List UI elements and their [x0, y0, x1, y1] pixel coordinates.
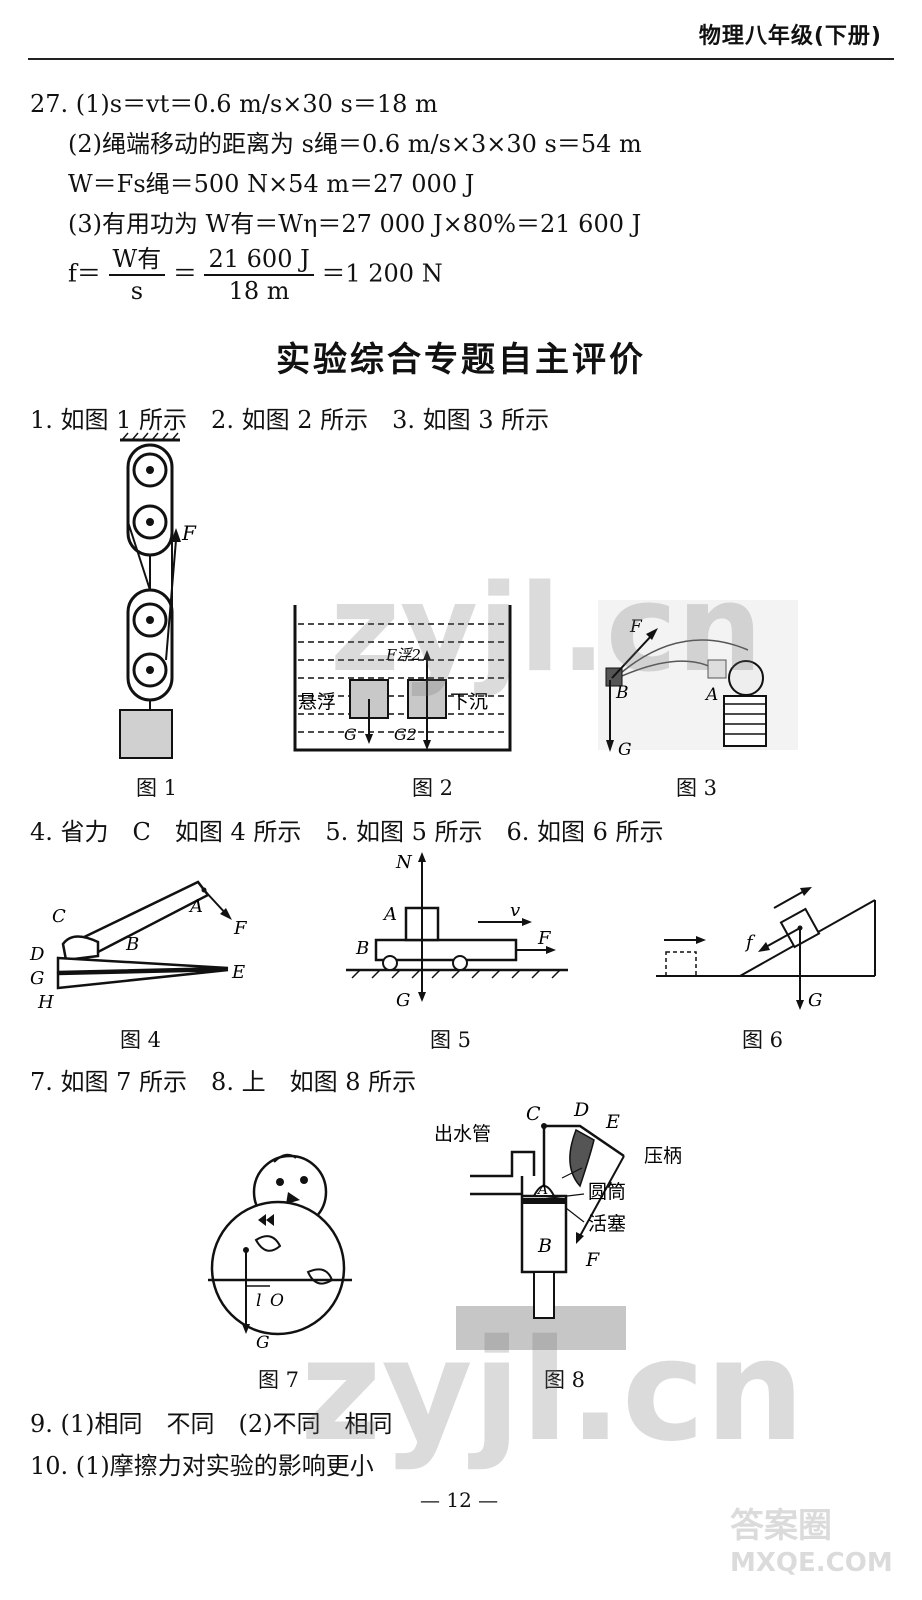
f8-piston-label: 活塞	[588, 1213, 626, 1235]
figure-8-pump: 出水管 C D E 压柄 圆筒 活塞 A B F	[434, 1099, 682, 1350]
caption-fig7: 图 7	[258, 1368, 300, 1392]
fraction-numerator-value: 21 600 J	[204, 244, 314, 276]
caption-fig8: 图 8	[544, 1368, 586, 1392]
f5-v-label: v	[510, 900, 520, 921]
f2-gravity-label: G	[344, 725, 357, 744]
fraction-denominator: s	[130, 277, 144, 305]
f4-e-label: E	[231, 962, 245, 983]
q27-f-prefix: f＝	[68, 259, 101, 288]
q27-line3: W＝Fs绳＝500 N×54 m＝27 000 J	[68, 170, 475, 198]
f5-a-label: A	[382, 904, 397, 925]
watermark-4: MXQE.COM	[730, 1548, 893, 1578]
f2-sink-label: 下沉	[450, 691, 488, 713]
f8-e-label: E	[605, 1111, 620, 1133]
q27-line1: 27. (1)s＝vt＝0.6 m/s×30 s＝18 m	[30, 90, 438, 118]
figure-3-person: F B A G	[598, 600, 798, 760]
answers-10: 10. (1)摩擦力对实验的影响更小	[30, 1452, 374, 1480]
answers-1-3: 1. 如图 1 所示 2. 如图 2 所示 3. 如图 3 所示	[30, 406, 550, 434]
watermark-1: zyjl.cn	[330, 560, 763, 699]
f8-cylinder-label: 圆筒	[588, 1181, 626, 1203]
f8-c-label: C	[526, 1103, 541, 1125]
caption-fig1: 图 1	[136, 776, 178, 800]
caption-fig3: 图 3	[676, 776, 718, 800]
header-divider	[28, 58, 894, 60]
q27-result: ＝1 200 N	[321, 259, 443, 288]
q27-line2: (2)绳端移动的距离为 s绳＝0.6 m/s×3×30 s＝54 m	[68, 130, 642, 158]
f2-float-label: 悬浮	[298, 691, 336, 713]
fraction-values: 21 600 J 18 m	[204, 244, 314, 306]
f2-gravity2-label: G2	[394, 725, 417, 744]
f5-f-label: F	[537, 928, 552, 949]
figure-7-tumbler: l O G	[208, 1153, 352, 1353]
caption-fig5: 图 5	[430, 1028, 472, 1052]
f4-b-label: B	[125, 934, 139, 955]
f5-b-label: B	[355, 938, 369, 959]
f3-force-label: F	[629, 617, 643, 637]
figure-5-cart: N A v F B G	[346, 852, 568, 1010]
f2-buoyancy-label: F浮2	[385, 646, 421, 664]
q27-eq: ＝	[172, 259, 197, 288]
f3-gravity-label: G	[618, 740, 632, 760]
fraction-w-over-s: W有 s	[108, 244, 166, 306]
watermark-2: zyjl.cn	[300, 1310, 805, 1473]
page-number: — 12 —	[420, 1488, 499, 1512]
fraction-denominator-value: 18 m	[228, 277, 290, 305]
figure-6-incline: f G	[656, 887, 876, 1011]
f4-d-label: D	[29, 944, 45, 965]
f6-gravity-label: G	[808, 990, 822, 1011]
caption-fig2: 图 2	[412, 776, 454, 800]
f3-b-label: B	[615, 683, 629, 703]
f4-g-label: G	[30, 968, 44, 989]
f5-g-label: G	[396, 990, 410, 1010]
fraction-numerator: W有	[108, 244, 166, 276]
f8-b-label: B	[537, 1235, 552, 1257]
f8-outlet-label: 出水管	[434, 1123, 491, 1145]
f6-friction-label: f	[744, 932, 756, 953]
header-title: 物理八年级(下册)	[698, 24, 882, 49]
f1-force-label: F	[181, 521, 197, 545]
q27-line4: (3)有用功为 W有＝Wη＝27 000 J×80%＝21 600 J	[68, 210, 642, 238]
caption-fig6: 图 6	[742, 1028, 784, 1052]
answers-7-8: 7. 如图 7 所示 8. 上 如图 8 所示	[30, 1068, 417, 1096]
caption-fig4: 图 4	[120, 1028, 162, 1052]
f5-n-label: N	[395, 852, 413, 873]
section-title: 实验综合专题自主评价	[276, 340, 646, 380]
f8-f-label: F	[585, 1249, 600, 1271]
figure-4-lever: C A F B D G H E	[29, 880, 248, 1013]
figure-1-pulley: F	[119, 432, 197, 759]
q27-formula: f＝ W有 s ＝ 21 600 J 18 m ＝1 200 N	[68, 244, 443, 306]
answers-4-6: 4. 省力 C 如图 4 所示 5. 如图 5 所示 6. 如图 6 所示	[30, 818, 664, 846]
f4-c-label: C	[52, 906, 66, 927]
f7-pivot-label: O	[270, 1291, 284, 1311]
f7-gravity-label: G	[256, 1333, 270, 1353]
f3-a-label: A	[704, 685, 718, 705]
f4-a-label: A	[188, 896, 203, 917]
f7-arm-label: l	[256, 1291, 261, 1311]
f8-d-label: D	[573, 1099, 589, 1121]
figure-2-beaker: 悬浮 下沉 F浮2 G G2	[293, 605, 512, 752]
f4-f-label: F	[233, 918, 248, 939]
f4-h-label: H	[37, 992, 54, 1013]
answers-9: 9. (1)相同 不同 (2)不同 相同	[30, 1410, 393, 1438]
f8-handle-label: 压柄	[644, 1145, 682, 1167]
watermark-3: 答案圈	[730, 1506, 832, 1546]
f8-a-label: A	[536, 1182, 548, 1198]
